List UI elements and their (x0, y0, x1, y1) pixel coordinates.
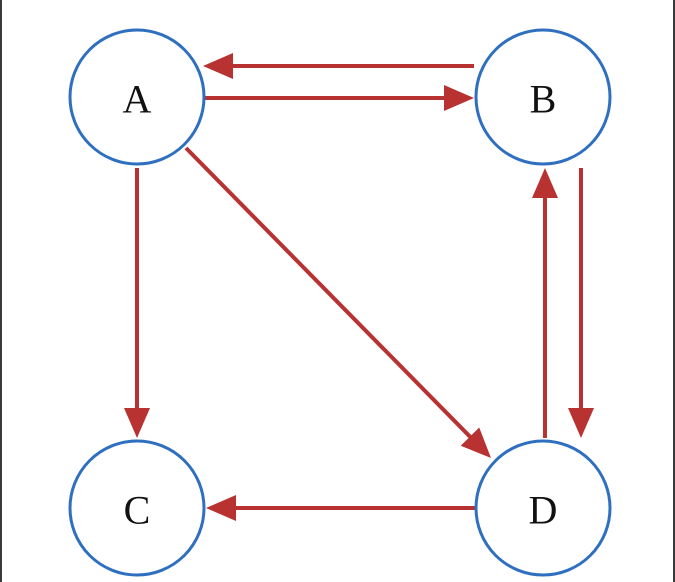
node-a: A (68, 28, 206, 166)
arrowhead-b-a (203, 53, 233, 79)
node-c-label: C (124, 488, 151, 533)
edge-b-to-a (203, 53, 474, 79)
edge-line-a-d (184, 146, 473, 440)
frame-right-border (673, 0, 675, 582)
node-d-circle (474, 439, 612, 577)
arrowhead-d-b (532, 168, 558, 198)
node-b-label: B (530, 77, 557, 122)
node-d: D (474, 439, 612, 577)
arrowhead-d-c (206, 495, 236, 521)
edge-a-to-c (124, 168, 150, 438)
edge-d-to-c (206, 495, 475, 521)
arrowhead-b-d (568, 408, 594, 438)
node-a-circle (68, 28, 206, 166)
node-c: C (68, 439, 206, 577)
edges-layer (124, 53, 594, 521)
node-c-circle (68, 439, 206, 577)
node-b-circle (474, 28, 612, 166)
node-a-label: A (123, 77, 152, 122)
edge-d-to-b (532, 168, 558, 438)
frame-left-border (0, 0, 2, 582)
arrowhead-a-c (124, 408, 150, 438)
arrowhead-a-b (444, 85, 474, 111)
arrowhead-a-d (460, 427, 491, 458)
edge-b-to-d (568, 168, 594, 438)
nodes-layer: A B C D (68, 28, 612, 577)
edge-a-to-d (184, 146, 491, 458)
node-d-label: D (529, 488, 558, 533)
node-b: B (474, 28, 612, 166)
edge-a-to-b (205, 85, 474, 111)
